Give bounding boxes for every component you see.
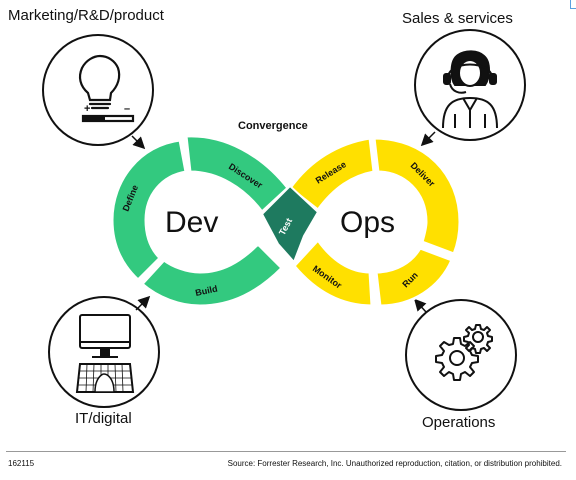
run-segment [374, 246, 454, 308]
deliver-segment [372, 136, 462, 256]
source-note: Source: Forrester Research, Inc. Unautho… [227, 459, 562, 468]
dev-loop [110, 134, 290, 308]
sales-services-label: Sales & services [402, 10, 513, 27]
define-segment [110, 138, 188, 282]
it-digital-label: IT/digital [75, 410, 132, 427]
arrow-it [135, 295, 151, 311]
convergence-label: Convergence [238, 120, 308, 132]
marketing-circle: + – [42, 34, 154, 146]
it-circle [48, 296, 160, 408]
operations-label: Operations [422, 414, 496, 431]
gears-icon [435, 324, 493, 381]
operations-circle [405, 299, 517, 411]
lightbulb-icon [78, 54, 135, 123]
ops-loop [288, 136, 462, 308]
arrow-operations [413, 298, 427, 313]
keyboard-icon [78, 363, 133, 393]
build-segment [140, 242, 284, 308]
plus-sign: + [84, 103, 90, 115]
monitor-segment [292, 238, 374, 308]
window-corner-marker [570, 0, 576, 9]
sales-circle [414, 29, 526, 141]
test-segment [261, 185, 319, 263]
arrow-sales [420, 131, 436, 147]
build-label: Build [194, 283, 218, 297]
devops-infinity-diagram: + – [42, 29, 526, 411]
computer-icon [75, 314, 135, 393]
release-segment [288, 136, 376, 212]
figure-id: 162115 [8, 459, 35, 468]
arrow-marketing [131, 135, 146, 150]
footer-divider [6, 451, 566, 452]
customer-support-icon [442, 50, 498, 129]
marketing-rd-product-label: Marketing/R&D/product [8, 7, 164, 24]
minus-sign: – [124, 103, 130, 115]
dev-label: Dev [165, 206, 218, 239]
ops-label: Ops [340, 206, 395, 239]
